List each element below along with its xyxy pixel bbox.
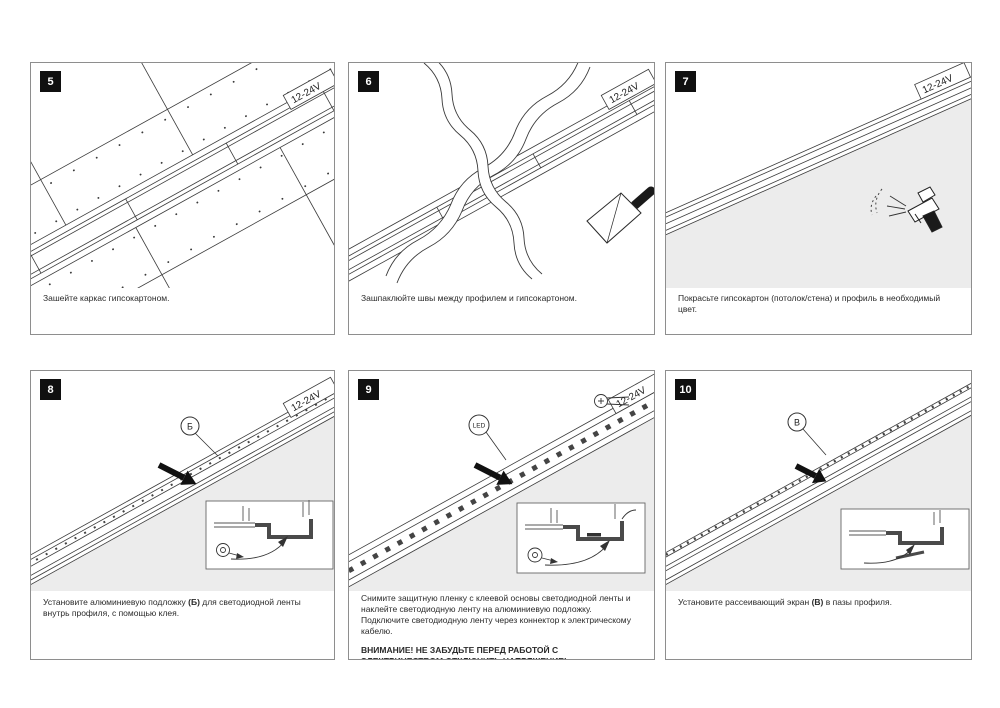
step-caption: Установите алюминиевую подложку (Б) для … xyxy=(43,597,322,619)
step-number-badge: 8 xyxy=(40,379,61,400)
direction-arrow xyxy=(157,462,197,485)
painting-illustration: 12-24V xyxy=(666,63,971,288)
step-number-badge: 5 xyxy=(40,71,61,92)
step-number-badge: 6 xyxy=(358,71,379,92)
led-label: LED xyxy=(473,423,486,430)
aluminum-backing-illustration: 12-24V Б xyxy=(31,371,334,591)
diffuser-screen-illustration: В xyxy=(666,371,971,591)
step-panel-5: 5 xyxy=(30,62,335,335)
roll-icon xyxy=(527,547,558,564)
step-caption: Снимите защитную пленку с клеевой основы… xyxy=(361,593,642,659)
detail-inset xyxy=(205,500,334,570)
profile-band: 12-24V xyxy=(31,371,334,591)
part-label-v: В xyxy=(787,412,827,456)
caption-text: Установите рассеивающий экран xyxy=(678,597,812,607)
putty-knife-icon xyxy=(586,186,654,244)
step-number-badge: 9 xyxy=(358,379,379,400)
caption-text: в пазы профиля. xyxy=(823,597,892,607)
roll-icon xyxy=(216,543,244,559)
part-label-b: Б xyxy=(180,416,219,457)
spray-droplets xyxy=(870,188,883,216)
step-caption: Зашпаклюйте швы между профилем и гипсока… xyxy=(361,293,577,303)
caption-part-ref: (В) xyxy=(811,597,824,607)
step-panel-8: 8 12-24V xyxy=(30,370,335,660)
voltage-flag: 12-24V xyxy=(600,68,654,110)
profile-band: 12-24V xyxy=(666,63,971,288)
led-strip-illustration: 12-24V LED xyxy=(349,371,654,591)
led-strip-section xyxy=(587,533,601,537)
step-panel-7: 7 12-24V xyxy=(665,62,972,335)
part-letter: Б xyxy=(187,422,193,432)
caption-warning: ВНИМАНИЕ! НЕ ЗАБУДЬТЕ ПЕРЕД РАБОТОЙ С ЭЛ… xyxy=(361,645,567,659)
caption-text: Снимите защитную пленку с клеевой основы… xyxy=(361,593,631,637)
caption-text: для светодиодной ленты внутрь профиля, с… xyxy=(43,597,301,619)
direction-arrow xyxy=(794,463,827,484)
step-caption: Зашейте каркас гипсокартоном. xyxy=(43,293,170,303)
voltage-flag: 12-24V xyxy=(282,68,334,110)
detail-inset xyxy=(516,502,646,574)
putty-seams xyxy=(385,63,591,284)
profile-band: 12-24V xyxy=(31,63,334,288)
step-number-badge: 7 xyxy=(675,71,696,92)
step-caption: Установите рассеивающий экран (В) в пазы… xyxy=(678,597,959,608)
direction-arrow xyxy=(473,462,513,485)
detail-inset xyxy=(840,508,970,570)
step-caption: Покрасьте гипсокартон (потолок/стена) и … xyxy=(678,293,941,315)
drywall-sheathing-illustration: 12-24V xyxy=(31,63,334,288)
step-panel-9: 9 12-24V xyxy=(348,370,655,660)
step-number-badge: 10 xyxy=(675,379,696,400)
seam-putty-illustration: 12-24V xyxy=(349,63,654,288)
step-panel-10: 10 В xyxy=(665,370,972,660)
step-panel-6: 6 12-24V xyxy=(348,62,655,335)
caption-text: Установите алюминиевую подложку xyxy=(43,597,189,607)
part-letter: В xyxy=(794,418,800,428)
caption-part-ref: (Б) xyxy=(188,597,200,607)
spray-gun-icon xyxy=(870,186,943,233)
connector-icon xyxy=(594,394,630,408)
profile-band: 12-24V xyxy=(349,63,654,288)
led-label-circle: LED xyxy=(468,414,507,461)
